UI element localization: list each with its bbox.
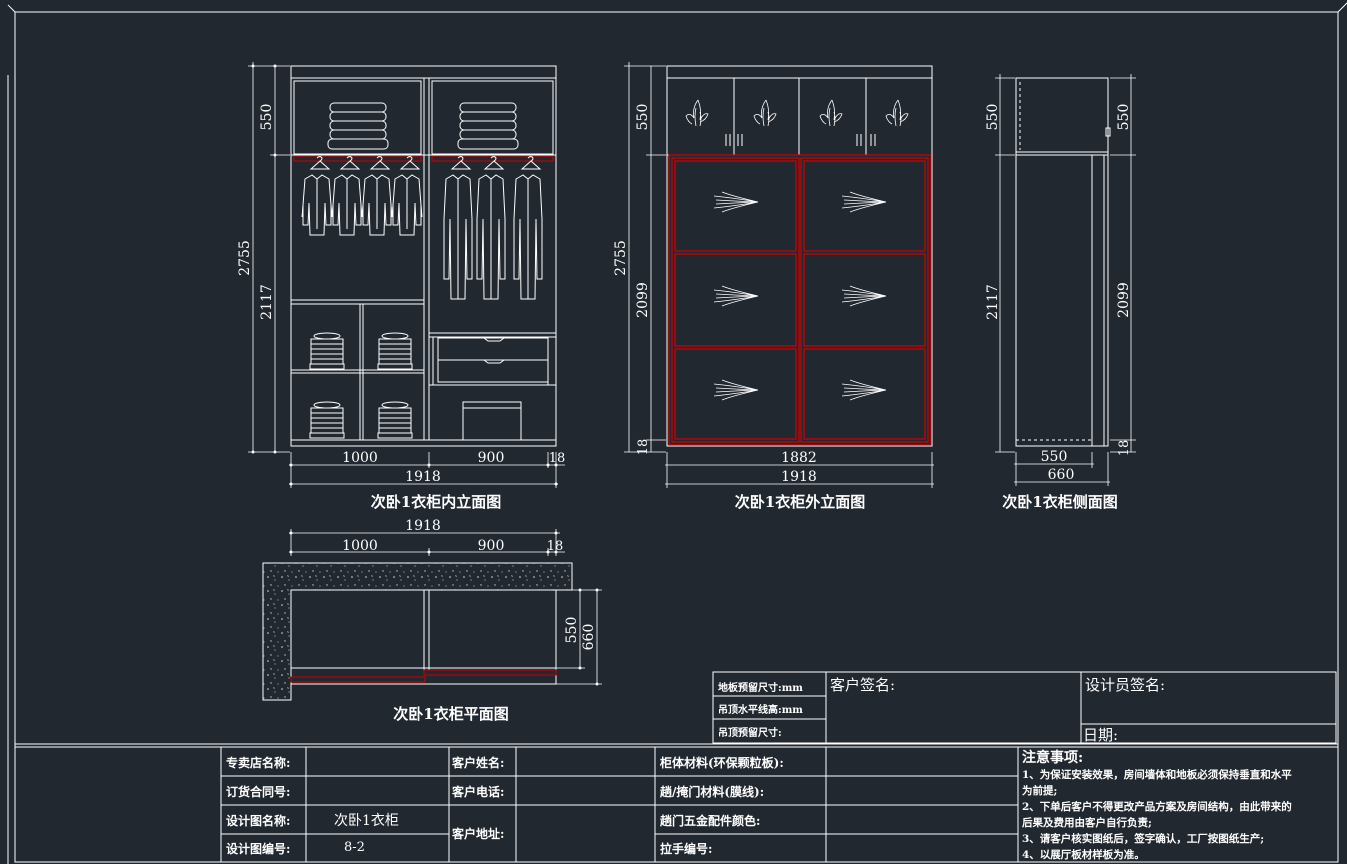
contract-no-label: 订货合同号: — [226, 784, 290, 799]
exterior-dim-2099: 2099 — [635, 282, 651, 318]
note-4: 4、以展厅板材样板为准。 — [1022, 848, 1145, 861]
date-label: 日期: — [1083, 726, 1118, 744]
designer-signature-label: 设计员签名: — [1085, 676, 1165, 694]
note-3: 3、请客户核实图纸后，签字确认，工厂按图纸生产; — [1022, 832, 1264, 845]
plan-dim-550: 550 — [564, 617, 580, 644]
interior-dim-900: 900 — [478, 450, 505, 466]
plan-title: 次卧1衣柜平面图 — [393, 705, 508, 723]
plan-dim-1000: 1000 — [342, 538, 378, 554]
customer-phone-label: 客户电话: — [451, 784, 504, 799]
exterior-dimensions — [624, 62, 934, 488]
drawing-name-label: 设计图名称: — [226, 813, 290, 828]
interior-elevation — [290, 65, 557, 447]
side-dim-2117: 2117 — [985, 284, 1001, 320]
side-dim-550-right: 550 — [1116, 104, 1132, 131]
sheet-border — [7, 2, 1347, 864]
exterior-title: 次卧1衣柜外立面图 — [735, 493, 865, 511]
side-dimensions — [995, 74, 1136, 486]
drawing-no-value: 8-2 — [344, 840, 365, 855]
note-2b: 后果及费用由客户自行负责; — [1022, 816, 1152, 829]
interior-dim-1000: 1000 — [342, 450, 378, 466]
cabinet-material-label: 柜体材料(环保颗粒板): — [659, 755, 784, 770]
door-material-label: 趟/掩门材料(膜线): — [659, 784, 764, 799]
signature-block — [712, 671, 1337, 744]
exterior-dim-1882: 1882 — [781, 450, 817, 466]
exterior-dim-1918: 1918 — [781, 469, 817, 485]
exterior-sliding-doors — [668, 154, 932, 446]
ceiling-reserve-label: 吊顶预留尺寸: — [718, 726, 782, 739]
plan-dim-1918: 1918 — [405, 518, 441, 534]
customer-signature-label: 客户签名: — [830, 676, 895, 694]
floor-reserve-label: 地板预留尺寸:mm — [718, 681, 803, 694]
side-dim-660: 660 — [1048, 467, 1075, 483]
interior-dim-2755: 2755 — [237, 240, 253, 276]
interior-dimensions — [248, 62, 565, 488]
plan-dim-18: 18 — [547, 539, 564, 554]
side-dim-2099: 2099 — [1116, 282, 1132, 318]
side-title: 次卧1衣柜侧面图 — [1002, 493, 1117, 511]
exterior-dim-550: 550 — [635, 104, 651, 131]
side-elevation — [1015, 77, 1111, 447]
exterior-dim-2755: 2755 — [613, 240, 629, 276]
store-name-label: 专卖店名称: — [226, 755, 290, 770]
note-2a: 2、下单后客户不得更改产品方案及房间结构，由此带来的 — [1022, 800, 1292, 813]
note-1a: 1、为保证安装效果，房间墙体和地板必须保持垂直和水平 — [1022, 768, 1292, 781]
ceiling-height-label: 吊顶水平线高:mm — [718, 703, 803, 716]
interior-dim-550: 550 — [259, 104, 275, 131]
interior-dim-ticks — [251, 64, 558, 486]
interior-contents — [301, 102, 543, 439]
side-dim-550-bottom: 550 — [1041, 449, 1068, 465]
exterior-dim-18: 18 — [636, 439, 651, 456]
note-1b: 为前提; — [1022, 784, 1057, 797]
interior-dim-2117: 2117 — [259, 284, 275, 320]
plan-view — [262, 562, 573, 701]
interior-dim-18: 18 — [549, 451, 566, 466]
drawing-name-value: 次卧1衣柜 — [334, 813, 399, 829]
notes-title: 注意事项: — [1022, 749, 1083, 766]
exterior-door-patterns — [713, 191, 887, 401]
interior-title: 次卧1衣柜内立面图 — [371, 493, 501, 511]
hardware-color-label: 趟门五金配件颜色: — [659, 813, 760, 828]
interior-dim-1918: 1918 — [405, 469, 441, 485]
plan-dim-ticks — [289, 531, 599, 686]
customer-address-label: 客户地址: — [451, 826, 504, 841]
customer-name-label: 客户姓名: — [451, 755, 504, 770]
drawing-no-label: 设计图编号: — [226, 841, 290, 856]
plan-dim-660: 660 — [581, 624, 597, 651]
exterior-upper-door-patterns — [685, 99, 909, 127]
side-dim-18: 18 — [1117, 440, 1132, 457]
plan-dim-900: 900 — [478, 538, 505, 554]
info-table — [15, 743, 1338, 862]
handle-no-label: 拉手编号: — [660, 841, 712, 856]
side-dim-550-left: 550 — [985, 104, 1001, 131]
